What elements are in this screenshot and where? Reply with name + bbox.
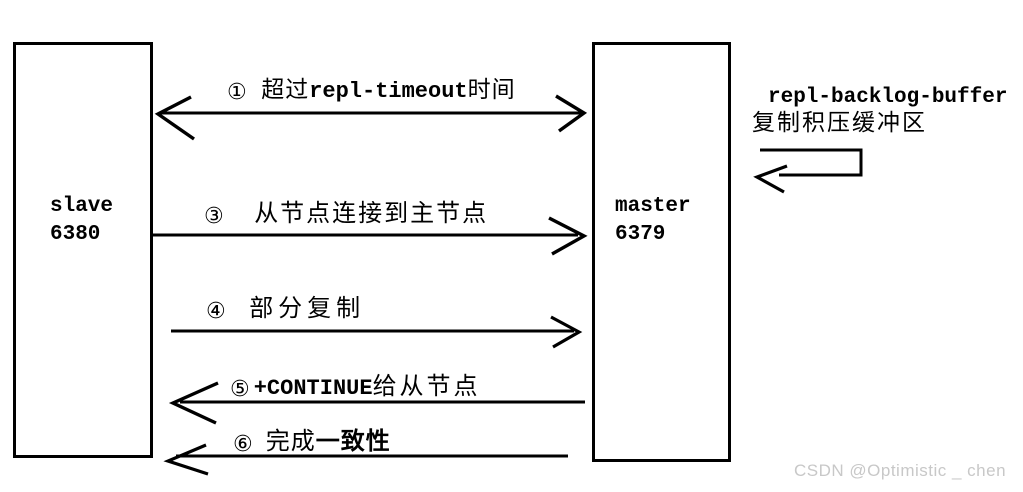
step-number: ③ [204, 204, 224, 229]
arrow-3-right [152, 216, 588, 256]
arrow-1-label: ① 超过repl-timeout时间 [227, 79, 516, 104]
step-number: ④ [206, 299, 226, 324]
master-node-label: master 6379 [615, 193, 691, 249]
label-text: 从节点连接到主节点 [254, 199, 489, 227]
arrowhead-left-icon [154, 95, 195, 141]
label-text: 超过 [261, 77, 310, 103]
arrow-1-double-headed [154, 94, 588, 141]
slave-name: slave [50, 195, 114, 218]
arrowhead-right-icon [555, 94, 588, 133]
master-node-box [592, 42, 731, 462]
label-code: repl-timeout [309, 79, 468, 104]
arrowhead-right-icon [548, 216, 588, 256]
arrow-4-right [171, 315, 583, 349]
step-number: ⑥ [233, 432, 253, 457]
slave-node-box [13, 42, 153, 458]
arrowhead-right-icon [550, 315, 583, 349]
slave-port: 6380 [50, 223, 101, 246]
backlog-loop-arrow [753, 148, 863, 194]
backlog-buffer-subtitle: 复制积压缓冲区 [752, 110, 927, 136]
backlog-buffer-title: repl-backlog-buffer [768, 86, 1008, 109]
arrow-3-label: ③ 从节点连接到主节点 [204, 201, 488, 228]
label-text: 给从节点 [372, 372, 481, 400]
arrow-6-left [163, 443, 568, 476]
arrow-4-label: ④ 部分复制 [206, 296, 365, 323]
master-port: 6379 [615, 223, 666, 246]
master-name: master [615, 195, 691, 218]
arrow-5-left [168, 381, 585, 425]
arrowhead-left-icon [163, 443, 209, 476]
csdn-watermark: CSDN @Optimistic _ chen [794, 461, 1007, 480]
label-text: 完成 [265, 427, 316, 455]
slave-node-label: slave 6380 [50, 193, 113, 249]
label-text: 部分复制 [249, 294, 366, 322]
step-number: ⑤ [230, 377, 250, 402]
arrowhead-left-icon [753, 164, 788, 194]
arrow-6-label: ⑥ 完成一致性 [233, 429, 391, 456]
label-code: +CONTINUE [253, 376, 373, 401]
step-number: ① [227, 80, 247, 105]
label-text-bold: 一致性 [315, 427, 391, 455]
arrowhead-left-icon [168, 381, 219, 425]
label-text: 时间 [467, 77, 516, 103]
arrow-5-label: ⑤+CONTINUE给从节点 [230, 374, 481, 401]
